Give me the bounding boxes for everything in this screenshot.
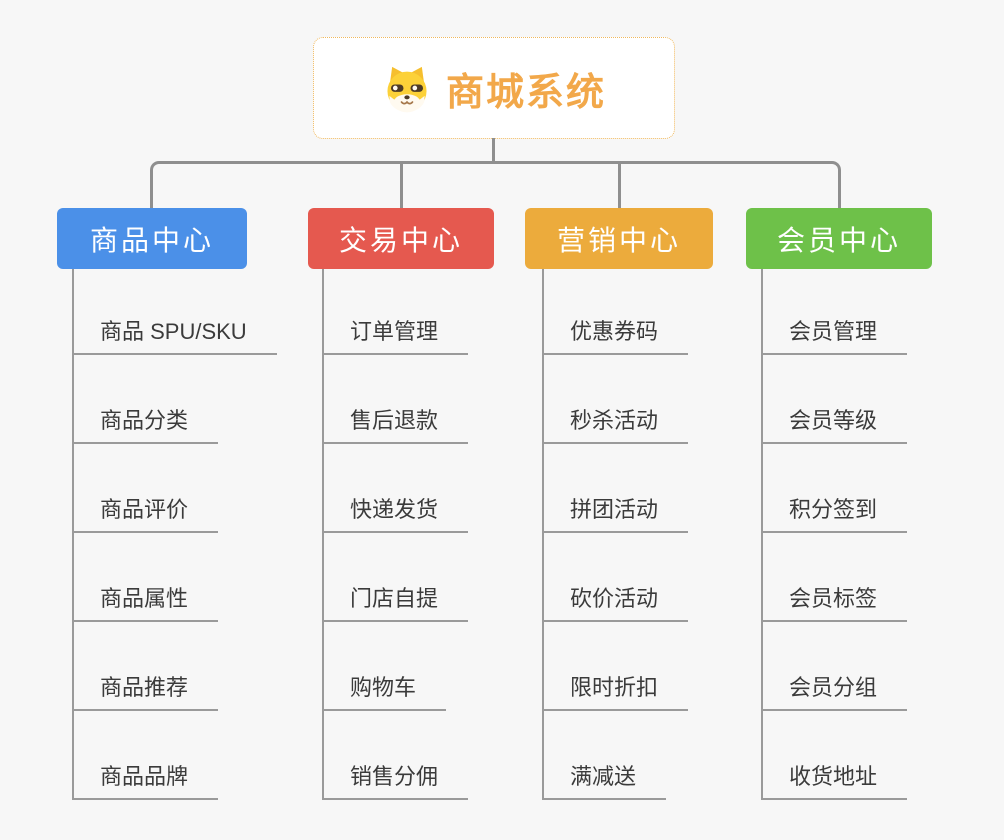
sub-item-node[interactable]: 门店自提 [322, 580, 469, 622]
sub-item-node[interactable]: 订单管理 [322, 313, 469, 355]
sub-item-node[interactable]: 优惠券码 [542, 313, 689, 355]
connector-drop-marketing [618, 164, 621, 208]
branch-node-member-center[interactable]: 会员中心 [746, 208, 932, 269]
sub-item-node[interactable]: 快递发货 [322, 491, 469, 533]
sub-item-node[interactable]: 商品品牌 [72, 758, 219, 800]
root-node[interactable]: 商城系统 [313, 37, 675, 139]
branch-label: 会员中心 [776, 224, 901, 256]
sub-item-node[interactable]: 商品属性 [72, 580, 219, 622]
sub-item-node[interactable]: 会员标签 [761, 580, 908, 622]
branch-column-member: 会员管理会员等级积分签到会员标签会员分组收货地址 [761, 269, 908, 800]
branch-column-marketing: 优惠券码秒杀活动拼团活动砍价活动限时折扣满减送 [542, 269, 689, 800]
connector-root-drop [492, 138, 495, 164]
sub-item-node[interactable]: 满减送 [542, 758, 667, 800]
sub-item-node[interactable]: 购物车 [322, 669, 447, 711]
sub-item-node[interactable]: 商品 SPU/SKU [72, 313, 277, 355]
sub-item-node[interactable]: 商品推荐 [72, 669, 219, 711]
branch-label: 营销中心 [556, 224, 681, 256]
dog-mascot-icon [387, 66, 427, 113]
sub-item-node[interactable]: 拼团活动 [542, 491, 689, 533]
branch-label: 交易中心 [338, 224, 463, 256]
branch-node-trade-center[interactable]: 交易中心 [308, 208, 494, 269]
branch-column-trade: 订单管理售后退款快递发货门店自提购物车销售分佣 [322, 269, 469, 800]
sub-item-node[interactable]: 商品评价 [72, 491, 219, 533]
connector-bus [150, 161, 841, 208]
sub-item-node[interactable]: 积分签到 [761, 491, 908, 533]
branch-node-product-center[interactable]: 商品中心 [57, 208, 247, 269]
root-label: 商城系统 [445, 71, 606, 114]
sub-item-node[interactable]: 秒杀活动 [542, 402, 689, 444]
sub-item-node[interactable]: 商品分类 [72, 402, 219, 444]
connector-drop-trade [400, 164, 403, 208]
sub-item-node[interactable]: 会员管理 [761, 313, 908, 355]
branch-column-product: 商品 SPU/SKU 商品分类商品评价商品属性商品推荐商品品牌 [72, 269, 277, 800]
sub-item-node[interactable]: 售后退款 [322, 402, 469, 444]
sub-item-node[interactable]: 销售分佣 [322, 758, 469, 800]
sub-item-node[interactable]: 砍价活动 [542, 580, 689, 622]
sub-item-node[interactable]: 限时折扣 [542, 669, 689, 711]
sub-item-node[interactable]: 会员等级 [761, 402, 908, 444]
sub-item-node[interactable]: 会员分组 [761, 669, 908, 711]
branch-node-marketing-center[interactable]: 营销中心 [525, 208, 713, 269]
sub-item-node[interactable]: 收货地址 [761, 758, 908, 800]
branch-label: 商品中心 [89, 224, 214, 256]
